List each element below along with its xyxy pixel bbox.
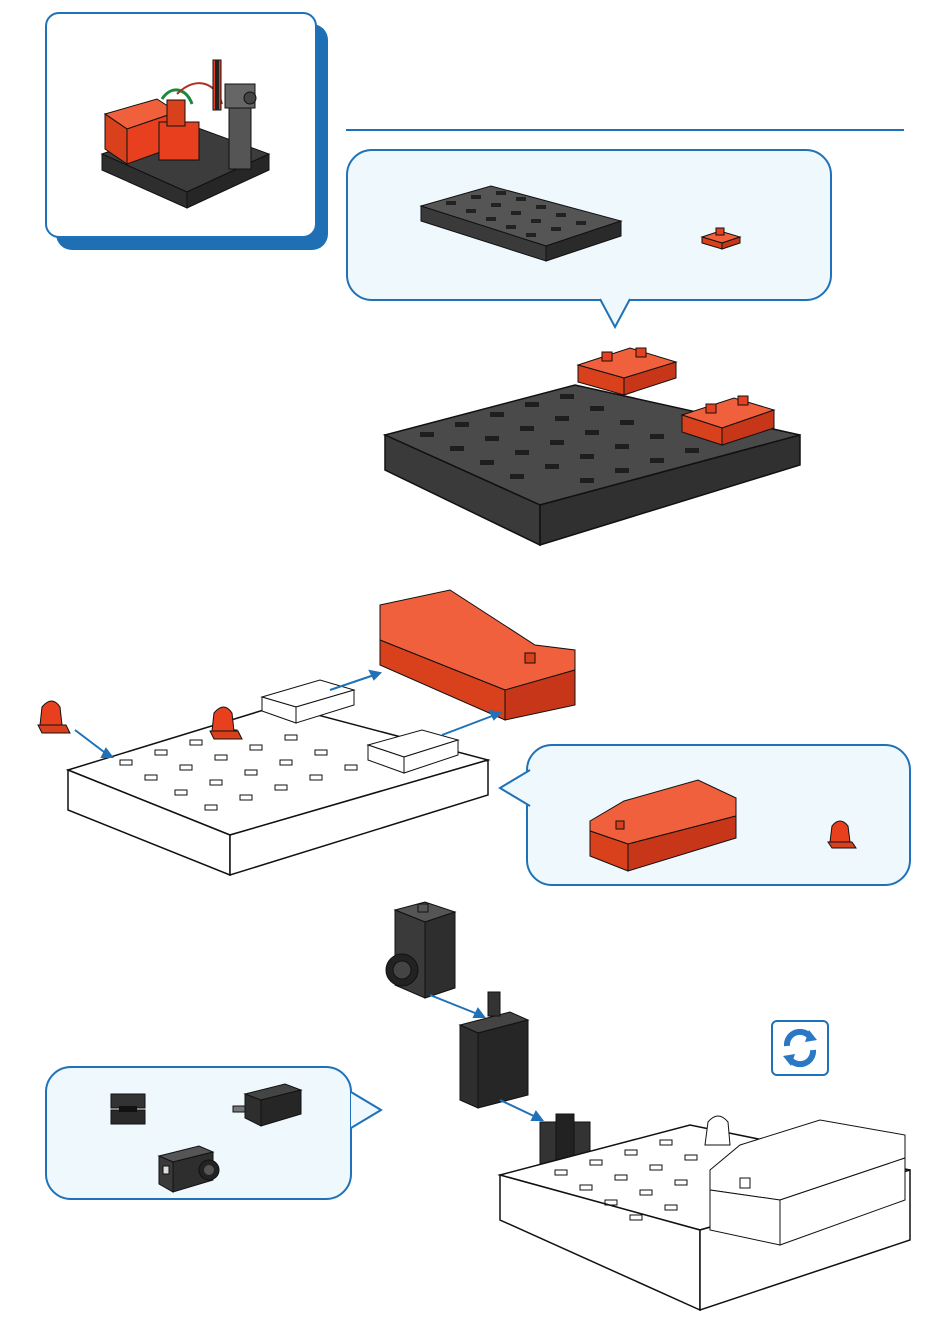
header-rule [346, 129, 904, 131]
rotate-model-icon [771, 1020, 829, 1076]
part-clip-holder [105, 1088, 155, 1138]
bearing-block-red-left [38, 701, 70, 733]
parts-bubble-step-3 [45, 1066, 352, 1200]
motor [460, 992, 528, 1108]
part-building-block-red [698, 225, 748, 255]
part-battery-box-red [586, 776, 746, 876]
step-3-assembly [380, 900, 920, 1320]
preview-card [45, 12, 317, 238]
finished-model-image [47, 14, 319, 240]
bubble-pointer-left [500, 770, 530, 810]
red-block-pair-back [578, 348, 676, 395]
parts-bubble-step-1 [346, 149, 832, 301]
part-gear-motor-block [151, 1140, 231, 1200]
step-2-assembly [30, 585, 590, 885]
gear-motor-block [386, 902, 455, 998]
part-motor [229, 1080, 309, 1130]
part-base-plate-black [416, 181, 636, 261]
bubble-pointer-down [600, 299, 630, 329]
bubble-pointer-right [351, 1092, 383, 1132]
parts-bubble-step-2 [526, 744, 911, 886]
part-bearing-block-red [822, 812, 862, 852]
battery-box-red [380, 590, 575, 720]
step-1-assembly [380, 340, 810, 550]
